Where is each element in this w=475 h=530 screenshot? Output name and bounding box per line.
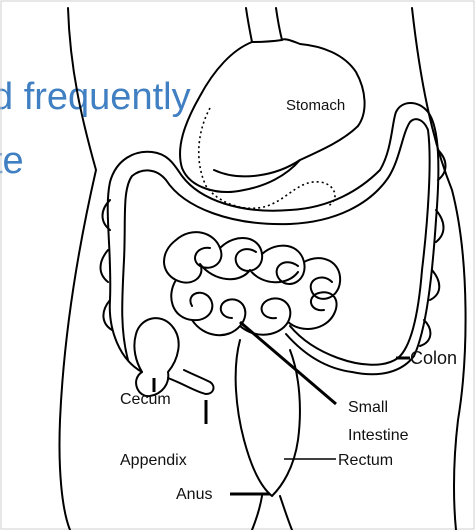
body-outline-left bbox=[59, 8, 96, 530]
label-stomach: Stomach bbox=[286, 97, 345, 114]
label-anus: Anus bbox=[176, 486, 212, 503]
body-outline-right bbox=[412, 8, 466, 530]
anal-canal bbox=[252, 496, 292, 530]
appendix bbox=[168, 370, 213, 394]
label-small-intestine-1: Small bbox=[348, 399, 388, 416]
label-cecum: Cecum bbox=[120, 391, 171, 408]
label-rectum: Rectum bbox=[338, 452, 393, 469]
label-appendix: Appendix bbox=[120, 452, 187, 469]
label-colon: Colon bbox=[410, 348, 457, 368]
stomach bbox=[180, 39, 365, 192]
esophagus bbox=[246, 8, 282, 42]
label-small-intestine-2: Intestine bbox=[348, 427, 409, 444]
cecum bbox=[134, 318, 178, 396]
small-intestine bbox=[164, 232, 340, 335]
